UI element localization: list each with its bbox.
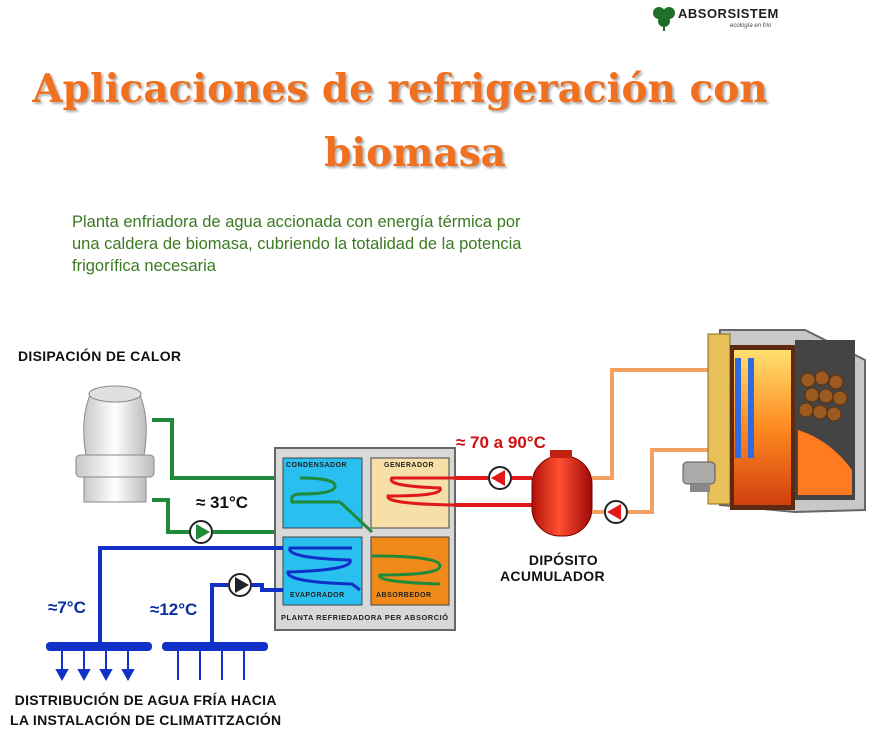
tank-label: DIPÓSITO ACUMULADOR xyxy=(500,552,605,584)
logo-tagline: ecología en frío xyxy=(730,23,772,29)
pump-icon xyxy=(189,520,213,544)
distribution-label: DISTRIBUCIÓN DE AGUA FRÍA HACIA LA INSTA… xyxy=(10,690,281,730)
hot-temperature-label: ≈ 70 a 90°C xyxy=(456,433,546,452)
pump-icon xyxy=(228,573,252,597)
page-title-line2: biomasa xyxy=(324,130,506,176)
condenser-absorber-link xyxy=(338,500,374,534)
condenser-label: CONDENSADOR xyxy=(286,462,348,469)
storage-tank xyxy=(531,450,593,537)
distribution-label-line: DISTRIBUCIÓN DE AGUA FRÍA HACIA xyxy=(14,692,277,708)
absorber-label: ABSORBEDOR xyxy=(376,592,432,599)
plant-caption: PLANTA REFRIEDADORA PER ABSORCIÓ xyxy=(281,613,449,622)
cooling-temperature-label: ≈ 31°C xyxy=(196,493,249,512)
pump-icon xyxy=(488,466,512,490)
condenser-coil xyxy=(290,476,340,504)
cooling-tower xyxy=(75,385,155,503)
description: Planta enfriadora de agua accionada con … xyxy=(72,211,672,277)
heat-dissipation-label: DISIPACIÓN DE CALOR xyxy=(18,348,182,364)
logo-name: ABSORSISTEM xyxy=(678,6,779,21)
hot-water-pipes xyxy=(455,476,532,507)
tank-label-line: DIPÓSITO xyxy=(528,552,598,568)
cold-water-pipes xyxy=(98,546,283,642)
clover-icon xyxy=(653,7,675,31)
evaporator-coil xyxy=(286,546,361,592)
generator-label: GENERADOR xyxy=(384,462,435,469)
cold-return-temperature-label: ≈12°C xyxy=(150,600,198,619)
brand-logo xyxy=(650,4,678,37)
description-line: una caldera de biomasa, cubriendo la tot… xyxy=(72,235,522,253)
tank-label-line: ACUMULADOR xyxy=(500,568,605,584)
description-line: Planta enfriadora de agua accionada con … xyxy=(72,213,521,231)
distribution-headers xyxy=(46,642,268,682)
biomass-boiler xyxy=(682,329,866,514)
cold-supply-temperature-label: ≈7°C xyxy=(48,598,86,617)
generator-coil xyxy=(386,476,456,507)
pump-icon xyxy=(604,500,628,524)
absorber-coil xyxy=(371,554,442,586)
page-title-line1: Aplicaciones de refrigeración con xyxy=(32,66,768,112)
evaporator-label: EVAPORADOR xyxy=(290,592,345,599)
description-line: frigorífica necesaria xyxy=(72,257,216,275)
boiler-pipes xyxy=(592,368,720,514)
distribution-label-line: LA INSTALACIÓN DE CLIMATITZACIÓN xyxy=(10,712,282,728)
